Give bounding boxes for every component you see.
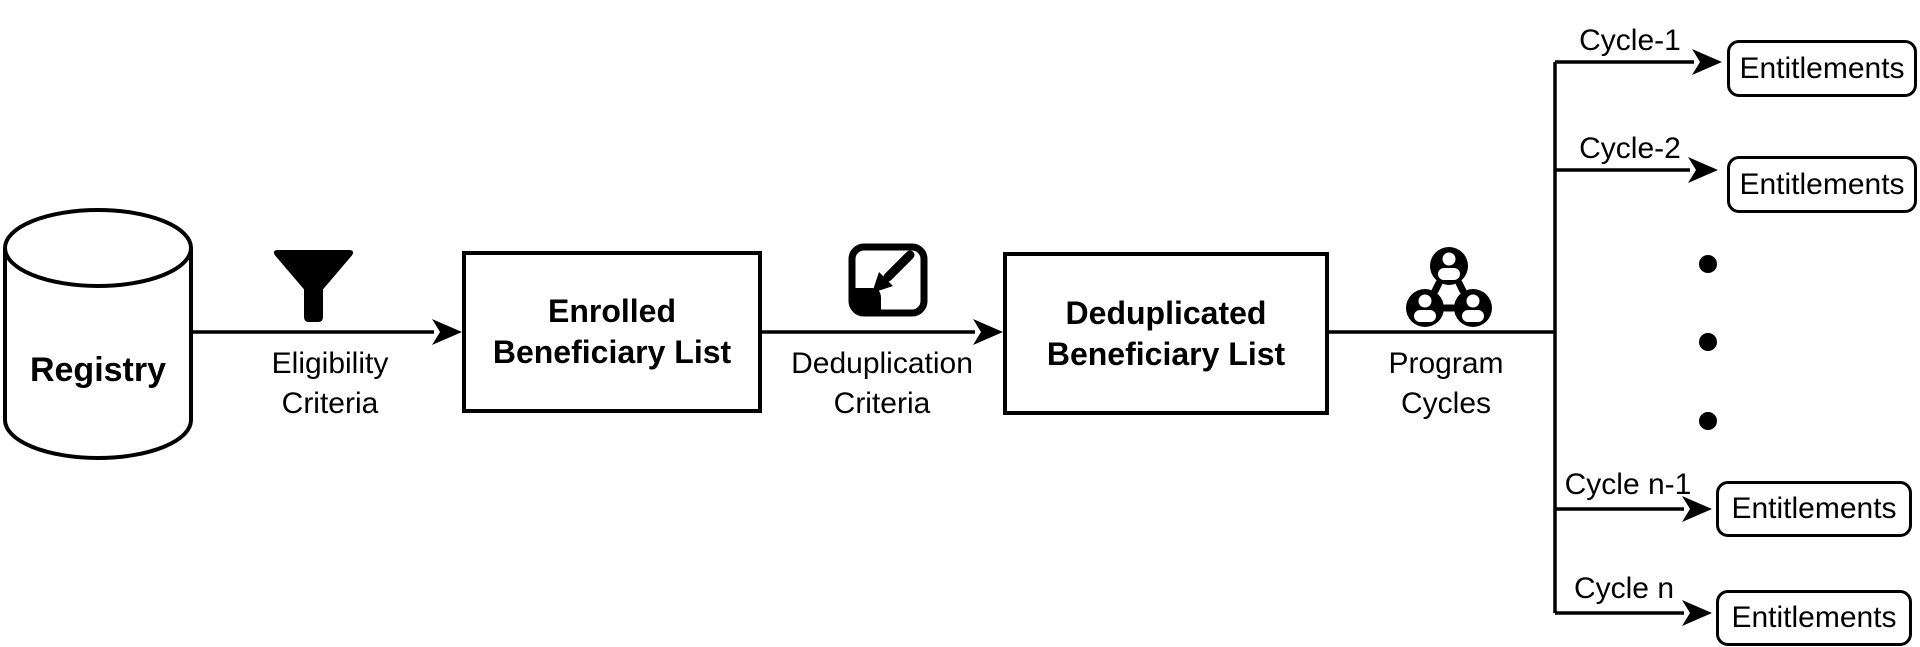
deduplicate-compress-icon <box>848 243 928 317</box>
program-cycles-label: Program Cycles <box>1388 347 1504 420</box>
arrowhead-cycle-1 <box>1692 49 1722 75</box>
person-glyph <box>1454 289 1492 327</box>
cycle-1-label: Cycle-1 <box>1579 24 1681 57</box>
funnel-filter-icon <box>273 250 354 322</box>
arrowhead-cycle-n <box>1682 600 1712 626</box>
person-glyph <box>1430 247 1468 285</box>
arrowhead-enrolled-to-deduplicated <box>973 319 1003 345</box>
deduplication-criteria-label: Deduplication Criteria <box>791 347 973 420</box>
person-glyph <box>1406 289 1444 327</box>
ellipsis-dot <box>1699 333 1717 351</box>
ellipsis-dot <box>1699 412 1717 430</box>
registry-label: Registry <box>29 351 167 389</box>
cycle-n-label: Cycle n <box>1573 572 1675 605</box>
database-cylinder-icon <box>2 208 193 460</box>
ellipsis-dot <box>1699 255 1717 273</box>
entitlements-box-cycle-n-1: Entitlements <box>1716 481 1912 537</box>
people-network-icon <box>1406 247 1492 327</box>
arrowhead-registry-to-enrolled <box>432 319 462 345</box>
deduplicated-beneficiary-list-box: Deduplicated Beneficiary List <box>1003 252 1329 415</box>
entitlements-box-cycle-n: Entitlements <box>1716 590 1912 646</box>
cycle-2-label: Cycle-2 <box>1579 132 1681 165</box>
eligibility-criteria-label: Eligibility Criteria <box>271 347 389 420</box>
ellipsis-dots <box>1699 255 1717 430</box>
entitlements-box-cycle-1: Entitlements <box>1727 40 1917 97</box>
arrowhead-cycle-n-1 <box>1682 496 1712 522</box>
cycle-n-1-label: Cycle n-1 <box>1564 468 1692 501</box>
arrowhead-cycle-2 <box>1688 157 1718 183</box>
enrolled-beneficiary-list-box: Enrolled Beneficiary List <box>462 251 762 413</box>
entitlements-box-cycle-2: Entitlements <box>1727 156 1917 213</box>
